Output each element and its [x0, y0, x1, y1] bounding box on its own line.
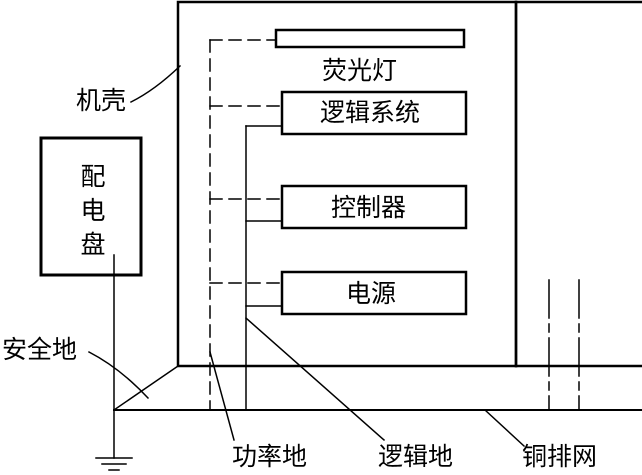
chassis-label: 机壳 [76, 86, 127, 115]
power-supply-box [280, 270, 468, 316]
safety-ground-label: 安全地 [2, 335, 78, 364]
copper-bus-diagonal [112, 364, 180, 412]
ground-icon [95, 457, 133, 471]
power-supply-label: 电源 [346, 279, 397, 308]
distribution-panel-box [39, 136, 143, 277]
fluorescent-lamp-label: 荧光灯 [322, 56, 398, 85]
power-ground-leader [209, 351, 235, 441]
logic-ground-label: 逻辑地 [378, 442, 454, 471]
controller-box [280, 184, 468, 230]
power-ground-label: 功率地 [232, 442, 308, 471]
logic-system-box [280, 90, 468, 136]
fluorescent-lamp-box [274, 28, 466, 49]
logic-ground-leader [244, 316, 386, 442]
safety-ground-leader [87, 350, 150, 400]
copper-bus-leader [483, 408, 526, 448]
controller-label: 控制器 [331, 193, 407, 222]
copper-bus-label: 铜排网 [522, 442, 598, 471]
chassis-leader [129, 64, 182, 104]
distribution-panel-label: 配电盘 [80, 162, 106, 259]
logic-system-label: 逻辑系统 [320, 98, 421, 127]
